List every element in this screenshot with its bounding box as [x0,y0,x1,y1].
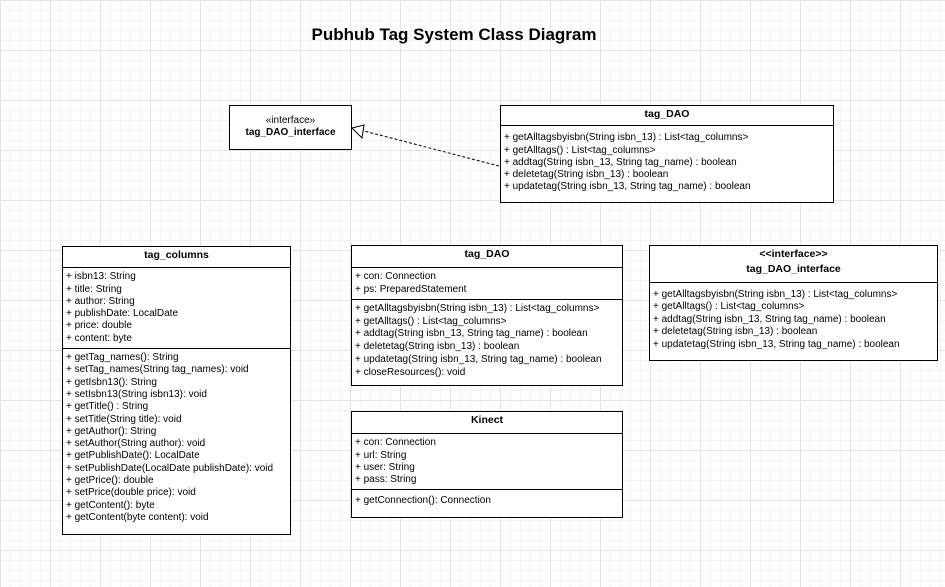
method-row: + updatetag(String isbn_13, String tag_n… [653,338,900,350]
method-row: + setIsbn13(String isbn13): void [66,388,207,400]
interface-name: tag_DAO_interface [746,263,841,276]
interface-header: <<interface>> tag_DAO_interface [650,246,937,283]
attribute-row: + publishDate: LocalDate [66,308,179,320]
method-row: + setAuthor(String author): void [66,438,206,450]
method-list: + getAlltagsbyisbn(String isbn_13) : Lis… [501,126,833,196]
method-row: + getAuthor(): String [66,425,157,437]
method-list: + getConnection(): Connection [352,490,622,510]
top-tag-dao-class[interactable]: tag_DAO + getAlltagsbyisbn(String isbn_1… [500,105,834,203]
method-row: + getAlltags() : List<tag_columns> [504,144,656,156]
attribute-list: + con: Connection + url: String + user: … [352,434,622,491]
top-interface-box[interactable]: «interface» tag_DAO_interface [229,105,352,150]
diagram-title: Pubhub Tag System Class Diagram [311,25,597,44]
method-row: + getPublishDate(): LocalDate [66,450,200,462]
method-list: + getTag_names(): String + setTag_names(… [63,349,290,527]
interface-stereotype: «interface» [265,115,316,126]
method-row: + getConnection(): Connection [355,495,491,507]
attribute-row: + title: String [66,283,122,295]
method-row: + getIsbn13(): String [66,376,157,388]
method-row: + addtag(String isbn_13, String tag_name… [653,313,886,325]
attribute-row: + isbn13: String [66,271,136,283]
class-name: Kinect [352,412,622,435]
attribute-row: + con: Connection [355,271,436,283]
method-list: + getAlltagsbyisbn(String isbn_13) : Lis… [352,300,622,383]
method-row: + getAlltagsbyisbn(String isbn_13) : Lis… [504,132,749,144]
right-interface-class[interactable]: <<interface>> tag_DAO_interface + getAll… [649,245,938,361]
method-row: + setPrice(double price): void [66,487,196,499]
method-row: + setTitle(String title): void [66,413,182,425]
method-row: + getAlltagsbyisbn(String isbn_13) : Lis… [653,288,898,300]
method-row: + setTag_names(String tag_names): void [66,364,249,376]
mid-tag-dao-class[interactable]: tag_DAO + con: Connection + ps: Prepared… [351,245,623,386]
method-row: + updatetag(String isbn_13, String tag_n… [355,354,602,366]
method-row: + getTag_names(): String [66,352,179,364]
method-list: + getAlltagsbyisbn(String isbn_13) : Lis… [650,283,937,355]
attribute-row: + price: double [66,320,132,332]
method-row: + getTitle() : String [66,401,149,413]
tag-columns-class[interactable]: tag_columns + isbn13: String + title: St… [62,246,291,535]
method-row: + getContent(): byte [66,499,155,511]
kinect-class[interactable]: Kinect + con: Connection + url: String +… [351,411,623,518]
method-row: + closeResources(): void [355,366,466,378]
method-row: + addtag(String isbn_13, String tag_name… [504,156,737,168]
method-row: + getAlltagsbyisbn(String isbn_13) : Lis… [355,302,600,314]
interface-stereotype: <<interface>> [759,248,828,260]
method-row: + getAlltags() : List<tag_columns> [653,301,805,313]
method-row: + setPublishDate(LocalDate publishDate):… [66,462,274,474]
attribute-row: + pass: String [355,474,417,486]
method-row: + deletetag(String isbn_13) : boolean [504,169,669,181]
attribute-row: + url: String [355,449,407,461]
class-name: tag_DAO [501,106,833,127]
attribute-row: + ps: PreparedStatement [355,283,467,295]
method-row: + addtag(String isbn_13, String tag_name… [355,328,588,340]
method-row: + deletetag(String isbn_13) : boolean [355,341,520,353]
attribute-row: + author: String [66,295,135,307]
method-row: + getContent(byte content): void [66,511,209,523]
method-row: + updatetag(String isbn_13, String tag_n… [504,181,751,193]
method-row: + deletetag(String isbn_13) : boolean [653,326,818,338]
method-row: + getAlltags() : List<tag_columns> [355,315,507,327]
interface-name: tag_DAO_interface [245,127,336,138]
attribute-row: + con: Connection [355,437,436,449]
attribute-row: + content: byte [66,332,132,344]
class-name: tag_DAO [352,246,622,269]
attribute-list: + con: Connection + ps: PreparedStatemen… [352,268,622,300]
method-row: + getPrice(): double [66,475,154,487]
attribute-row: + user: String [355,461,415,473]
attribute-list: + isbn13: String + title: String + autho… [63,268,290,350]
class-name: tag_columns [63,247,290,269]
